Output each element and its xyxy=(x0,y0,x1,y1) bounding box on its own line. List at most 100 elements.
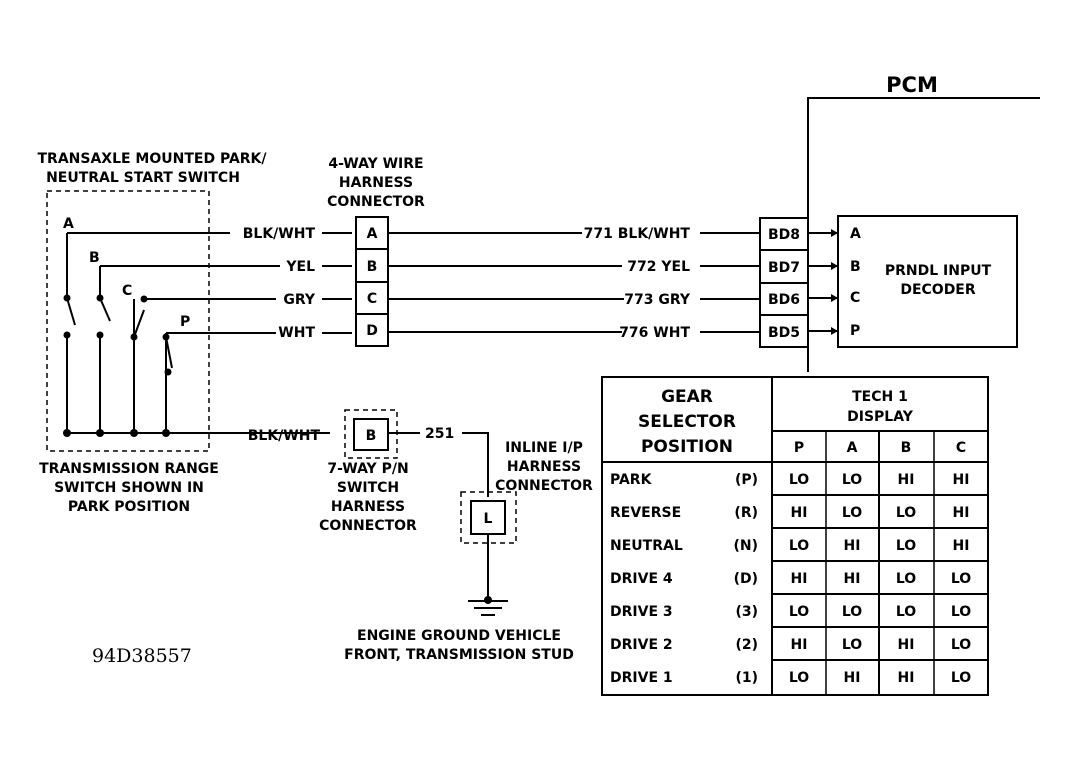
display-value: HI xyxy=(844,670,861,686)
display-value: LO xyxy=(951,571,971,587)
display-value: HI xyxy=(953,538,970,554)
display-value: LO xyxy=(789,670,809,686)
display-value: HI xyxy=(844,538,861,554)
connector7-caption-line4: CONNECTOR xyxy=(319,518,417,534)
pcm-terminals: BD8 BD7 BD6 BD5 xyxy=(759,217,838,348)
gear-name: DRIVE 2 xyxy=(610,637,673,653)
switch-title-line1: TRANSAXLE MOUNTED PARK/ xyxy=(37,151,267,167)
display-value: LO xyxy=(789,538,809,554)
display-value: HI xyxy=(791,505,808,521)
table-title-line3: POSITION xyxy=(641,437,733,457)
col-header-a: A xyxy=(847,440,858,456)
display-value: HI xyxy=(953,505,970,521)
wire-left-blk-wht: BLK/WHT xyxy=(243,226,316,242)
display-value: HI xyxy=(898,637,915,653)
connector7-caption-line1: 7-WAY P/N xyxy=(327,461,408,477)
contact-b-label: B xyxy=(89,250,100,266)
display-value: LO xyxy=(896,538,916,554)
pcm-label: PCM xyxy=(886,73,938,97)
terminal-bd7: BD7 xyxy=(768,260,800,276)
decoder-pin-c: C xyxy=(850,290,860,306)
terminal-bd8: BD8 xyxy=(768,227,800,243)
display-value: LO xyxy=(842,637,862,653)
display-value: LO xyxy=(842,505,862,521)
gear-code: (P) xyxy=(735,472,758,488)
gear-name: DRIVE 4 xyxy=(610,571,673,587)
connector4-pin-b: B xyxy=(367,259,378,275)
decoder-label-line2: DECODER xyxy=(900,282,976,298)
display-value: LO xyxy=(842,604,862,620)
switch-caption-line1: TRANSMISSION RANGE xyxy=(39,461,219,477)
table-rows: PARK (P) LO LO HI HI REVERSE (R) HI LO LO HI NEUTRAL… xyxy=(610,472,988,686)
connector4-title-line3: CONNECTOR xyxy=(327,194,425,210)
prndl-decoder: PRNDL INPUT DECODER A B C P xyxy=(837,215,1018,348)
ground-wire-color: BLK/WHT xyxy=(248,428,321,444)
inline-title-line2: HARNESS xyxy=(507,459,581,475)
gear-code: (2) xyxy=(735,637,758,653)
display-value: HI xyxy=(791,571,808,587)
gear-code: (N) xyxy=(733,538,758,554)
wire-773-gry: 773 GRY xyxy=(624,292,691,308)
switch-title-line2: NEUTRAL START SWITCH xyxy=(46,170,240,186)
display-value: LO xyxy=(842,472,862,488)
gear-code: (R) xyxy=(734,505,758,521)
wire-771-blk-wht: 771 BLK/WHT xyxy=(584,226,691,242)
contact-p-label: P xyxy=(180,314,190,330)
gear-selector-table: GEAR SELECTOR POSITION TECH 1 DISPLAY P … xyxy=(601,376,989,696)
figure-id: 94D38557 xyxy=(92,645,192,667)
col-header-c: C xyxy=(956,440,966,456)
col-header-p: P xyxy=(794,440,804,456)
display-value: HI xyxy=(953,472,970,488)
display-value: LO xyxy=(951,670,971,686)
wire-left-yel: YEL xyxy=(285,259,315,275)
display-header-line2: DISPLAY xyxy=(847,409,914,425)
terminal-bd5: BD5 xyxy=(768,325,800,341)
gear-name: PARK xyxy=(610,472,653,488)
gear-name: REVERSE xyxy=(610,505,681,521)
display-value: LO xyxy=(789,472,809,488)
display-header-line1: TECH 1 xyxy=(852,389,908,405)
display-value: LO xyxy=(951,604,971,620)
connector4-title-line1: 4-WAY WIRE xyxy=(328,156,423,172)
display-value: LO xyxy=(896,571,916,587)
display-value: LO xyxy=(951,637,971,653)
wire-left-wht: WHT xyxy=(278,325,315,341)
decoder-pin-b: B xyxy=(850,259,861,275)
connector7-caption-line2: SWITCH xyxy=(337,480,399,496)
switch-caption-line2: SWITCH SHOWN IN xyxy=(54,480,204,496)
wire-left-gry: GRY xyxy=(283,292,316,308)
inline-title-line3: CONNECTOR xyxy=(495,478,593,494)
decoder-pin-p: P xyxy=(850,323,860,339)
four-way-connector: 4-WAY WIRE HARNESS CONNECTOR A B C D xyxy=(327,156,425,347)
display-value: HI xyxy=(898,472,915,488)
wires-right: 771 BLK/WHT 772 YEL 773 GRY 776 WHT xyxy=(388,226,760,341)
gear-code: (3) xyxy=(735,604,758,620)
terminal-bd6: BD6 xyxy=(768,292,800,308)
pn-switch: TRANSAXLE MOUNTED PARK/ NEUTRAL START SW… xyxy=(37,151,330,515)
display-value: HI xyxy=(791,637,808,653)
connector4-pin-d: D xyxy=(366,323,378,339)
wire-776-wht: 776 WHT xyxy=(619,325,690,341)
circuit-251: 251 xyxy=(425,426,454,442)
gear-name: DRIVE 3 xyxy=(610,604,673,620)
display-value: LO xyxy=(789,604,809,620)
connector4-pin-c: C xyxy=(367,291,377,307)
gear-code: (D) xyxy=(734,571,758,587)
connector7-caption-line3: HARNESS xyxy=(331,499,405,515)
connector4-pin-a: A xyxy=(367,226,378,242)
contact-c-label: C xyxy=(122,283,132,299)
col-header-b: B xyxy=(901,440,912,456)
gear-code: (1) xyxy=(735,670,758,686)
table-title-line1: GEAR xyxy=(661,387,713,407)
inline-pin-l: L xyxy=(484,511,493,527)
decoder-pin-a: A xyxy=(850,226,861,242)
ground-caption-line1: ENGINE GROUND VEHICLE xyxy=(357,628,561,644)
display-value: HI xyxy=(844,571,861,587)
switch-caption-line3: PARK POSITION xyxy=(68,499,190,515)
inline-title-line1: INLINE I/P xyxy=(505,440,583,456)
wire-772-yel: 772 YEL xyxy=(627,259,690,275)
connector4-title-line2: HARNESS xyxy=(339,175,413,191)
gear-name: NEUTRAL xyxy=(610,538,683,554)
display-value: HI xyxy=(898,670,915,686)
